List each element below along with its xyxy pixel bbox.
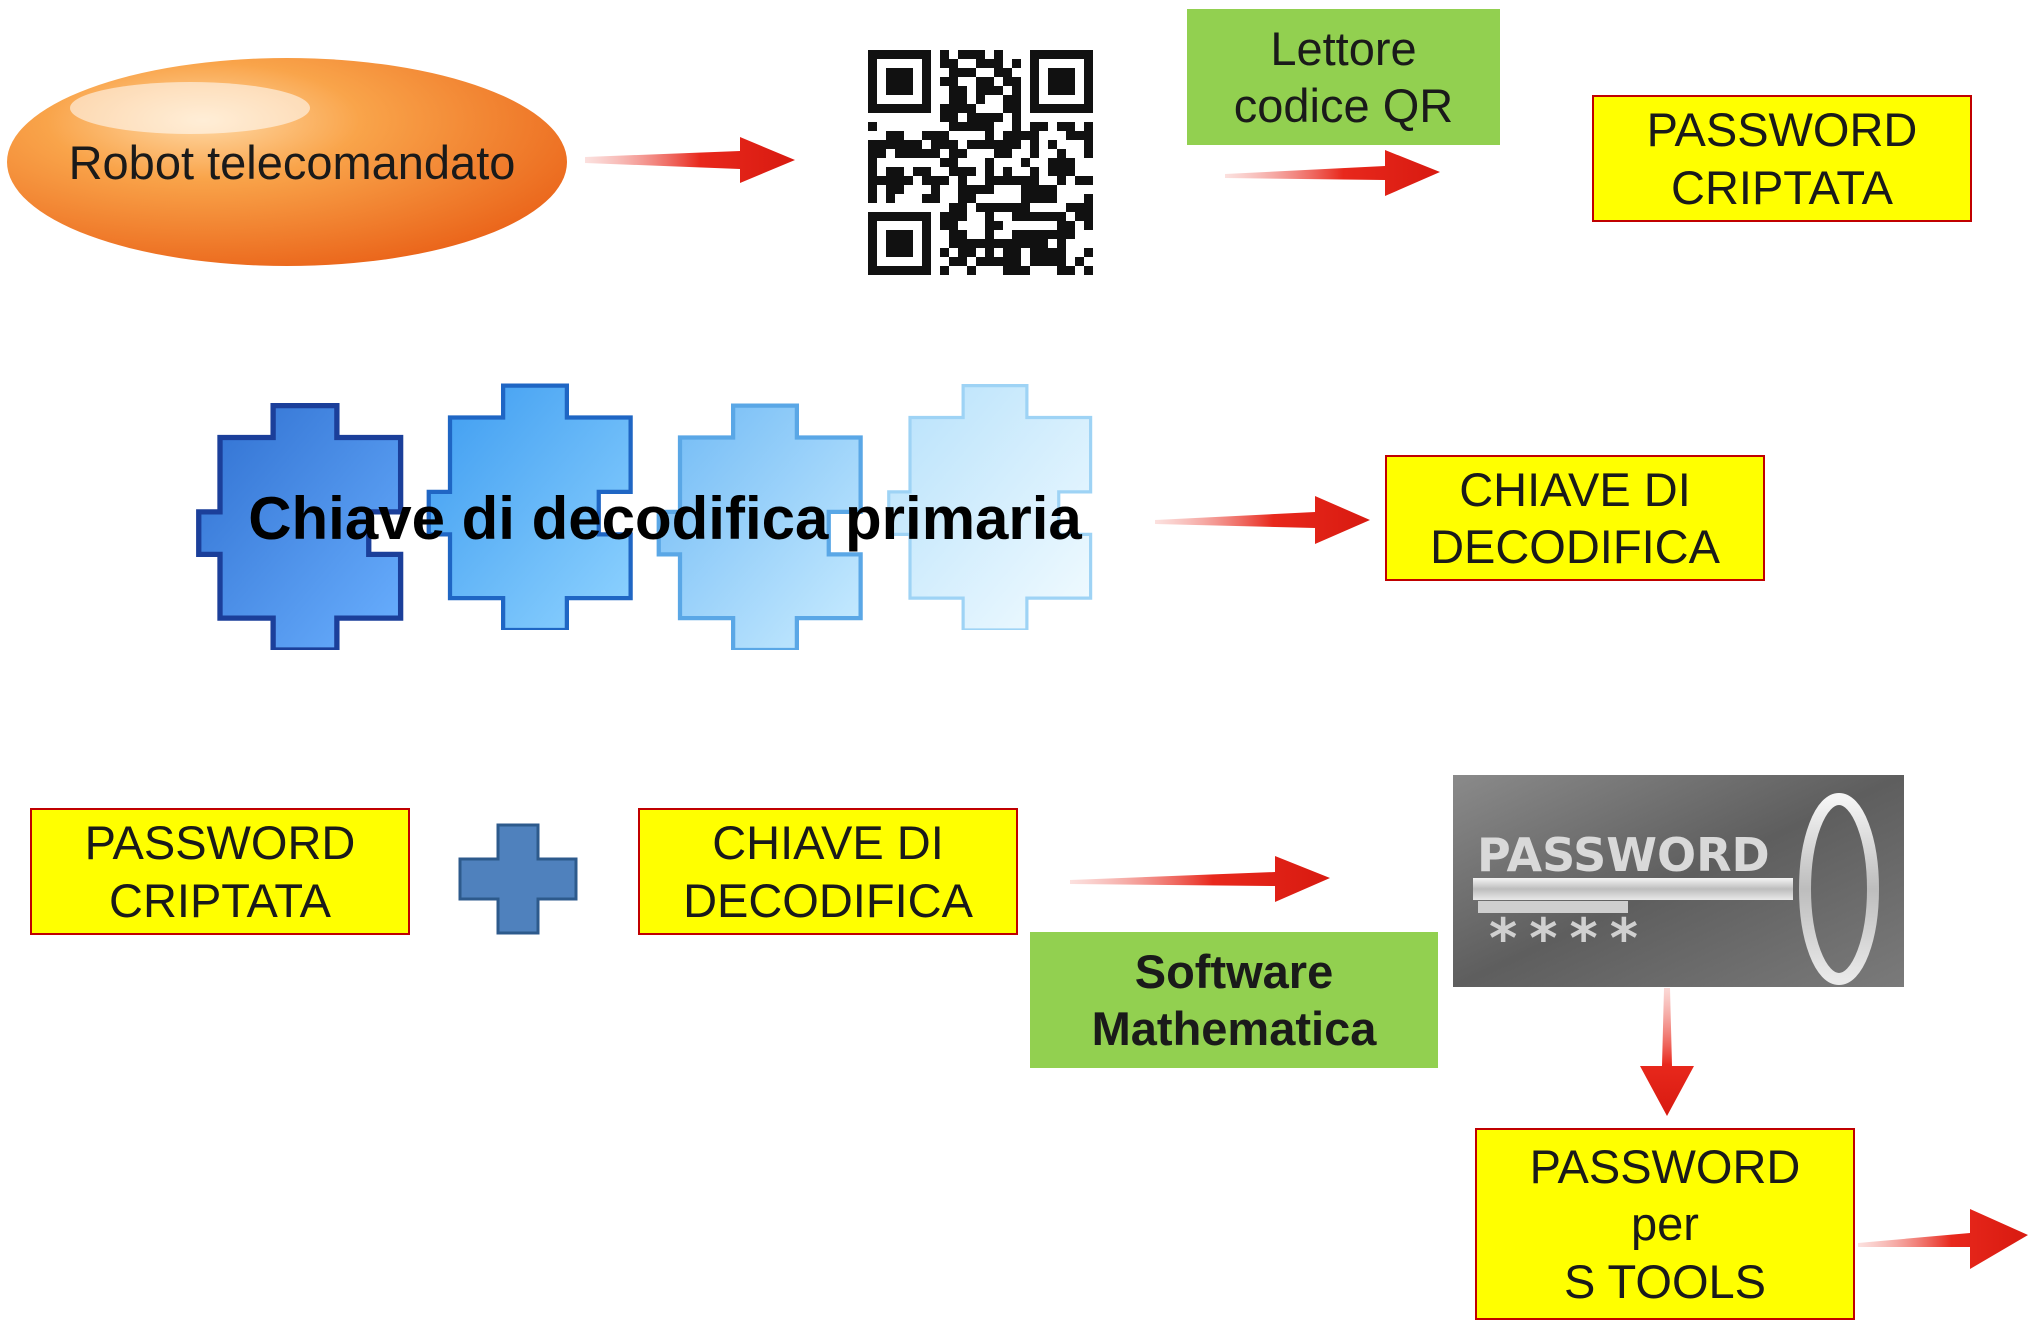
plus-icon bbox=[458, 823, 578, 935]
decoding-key-bottom-line-1: CHIAVE DI bbox=[712, 816, 944, 870]
decoding-key-box-mid: CHIAVE DI DECODIFICA bbox=[1385, 455, 1765, 581]
encrypted-password-bottom-line-1: PASSWORD bbox=[84, 816, 356, 870]
password-key-image: PASSWORD **** bbox=[1453, 775, 1904, 987]
encrypted-password-line-1: PASSWORD bbox=[1646, 103, 1918, 157]
robot-label: Robot telecomandato bbox=[68, 136, 516, 189]
key-stars: **** bbox=[1489, 907, 1650, 970]
qr-reader-line-2: codice QR bbox=[1233, 79, 1454, 132]
encrypted-password-line-2: CRIPTATA bbox=[1671, 160, 1893, 214]
arrow-final-out bbox=[1858, 1209, 2028, 1269]
final-password-line-1: PASSWORD bbox=[1529, 1140, 1801, 1193]
arrow-robot-to-qr bbox=[585, 137, 795, 183]
encrypted-password-box-top: PASSWORD CRIPTATA bbox=[1592, 95, 1972, 222]
puzzle-title: Chiave di decodifica primaria bbox=[248, 484, 1082, 552]
final-password-box: PASSWORD per S TOOLS bbox=[1475, 1128, 1855, 1320]
qr-reader-line-1: Lettore bbox=[1270, 21, 1417, 75]
software-line-1: Software bbox=[1134, 944, 1334, 998]
arrow-qr-to-password bbox=[1225, 150, 1440, 196]
arrow-to-software bbox=[1070, 856, 1330, 902]
qr-reader-label: Lettore codice QR bbox=[1187, 9, 1500, 145]
encrypted-password-box-bottom: PASSWORD CRIPTATA bbox=[30, 808, 410, 935]
decoding-key-line-1: CHIAVE DI bbox=[1459, 462, 1691, 516]
software-line-2: Mathematica bbox=[1091, 1002, 1377, 1055]
encrypted-password-bottom-line-2: CRIPTATA bbox=[109, 873, 331, 927]
key-password-word: PASSWORD bbox=[1477, 828, 1770, 882]
robot-bubble bbox=[7, 58, 567, 266]
software-label: Software Mathematica bbox=[1030, 932, 1438, 1068]
qr-code bbox=[868, 50, 1093, 275]
decoding-key-line-2: DECODIFICA bbox=[1430, 520, 1720, 573]
decoding-key-box-bottom: CHIAVE DI DECODIFICA bbox=[638, 808, 1018, 935]
final-password-line-2: per bbox=[1631, 1197, 1699, 1251]
arrow-key-to-final bbox=[1640, 988, 1694, 1116]
final-password-line-3: S TOOLS bbox=[1563, 1254, 1767, 1308]
arrow-puzzle-to-key bbox=[1155, 496, 1370, 544]
decoding-key-bottom-line-2: DECODIFICA bbox=[683, 873, 973, 927]
